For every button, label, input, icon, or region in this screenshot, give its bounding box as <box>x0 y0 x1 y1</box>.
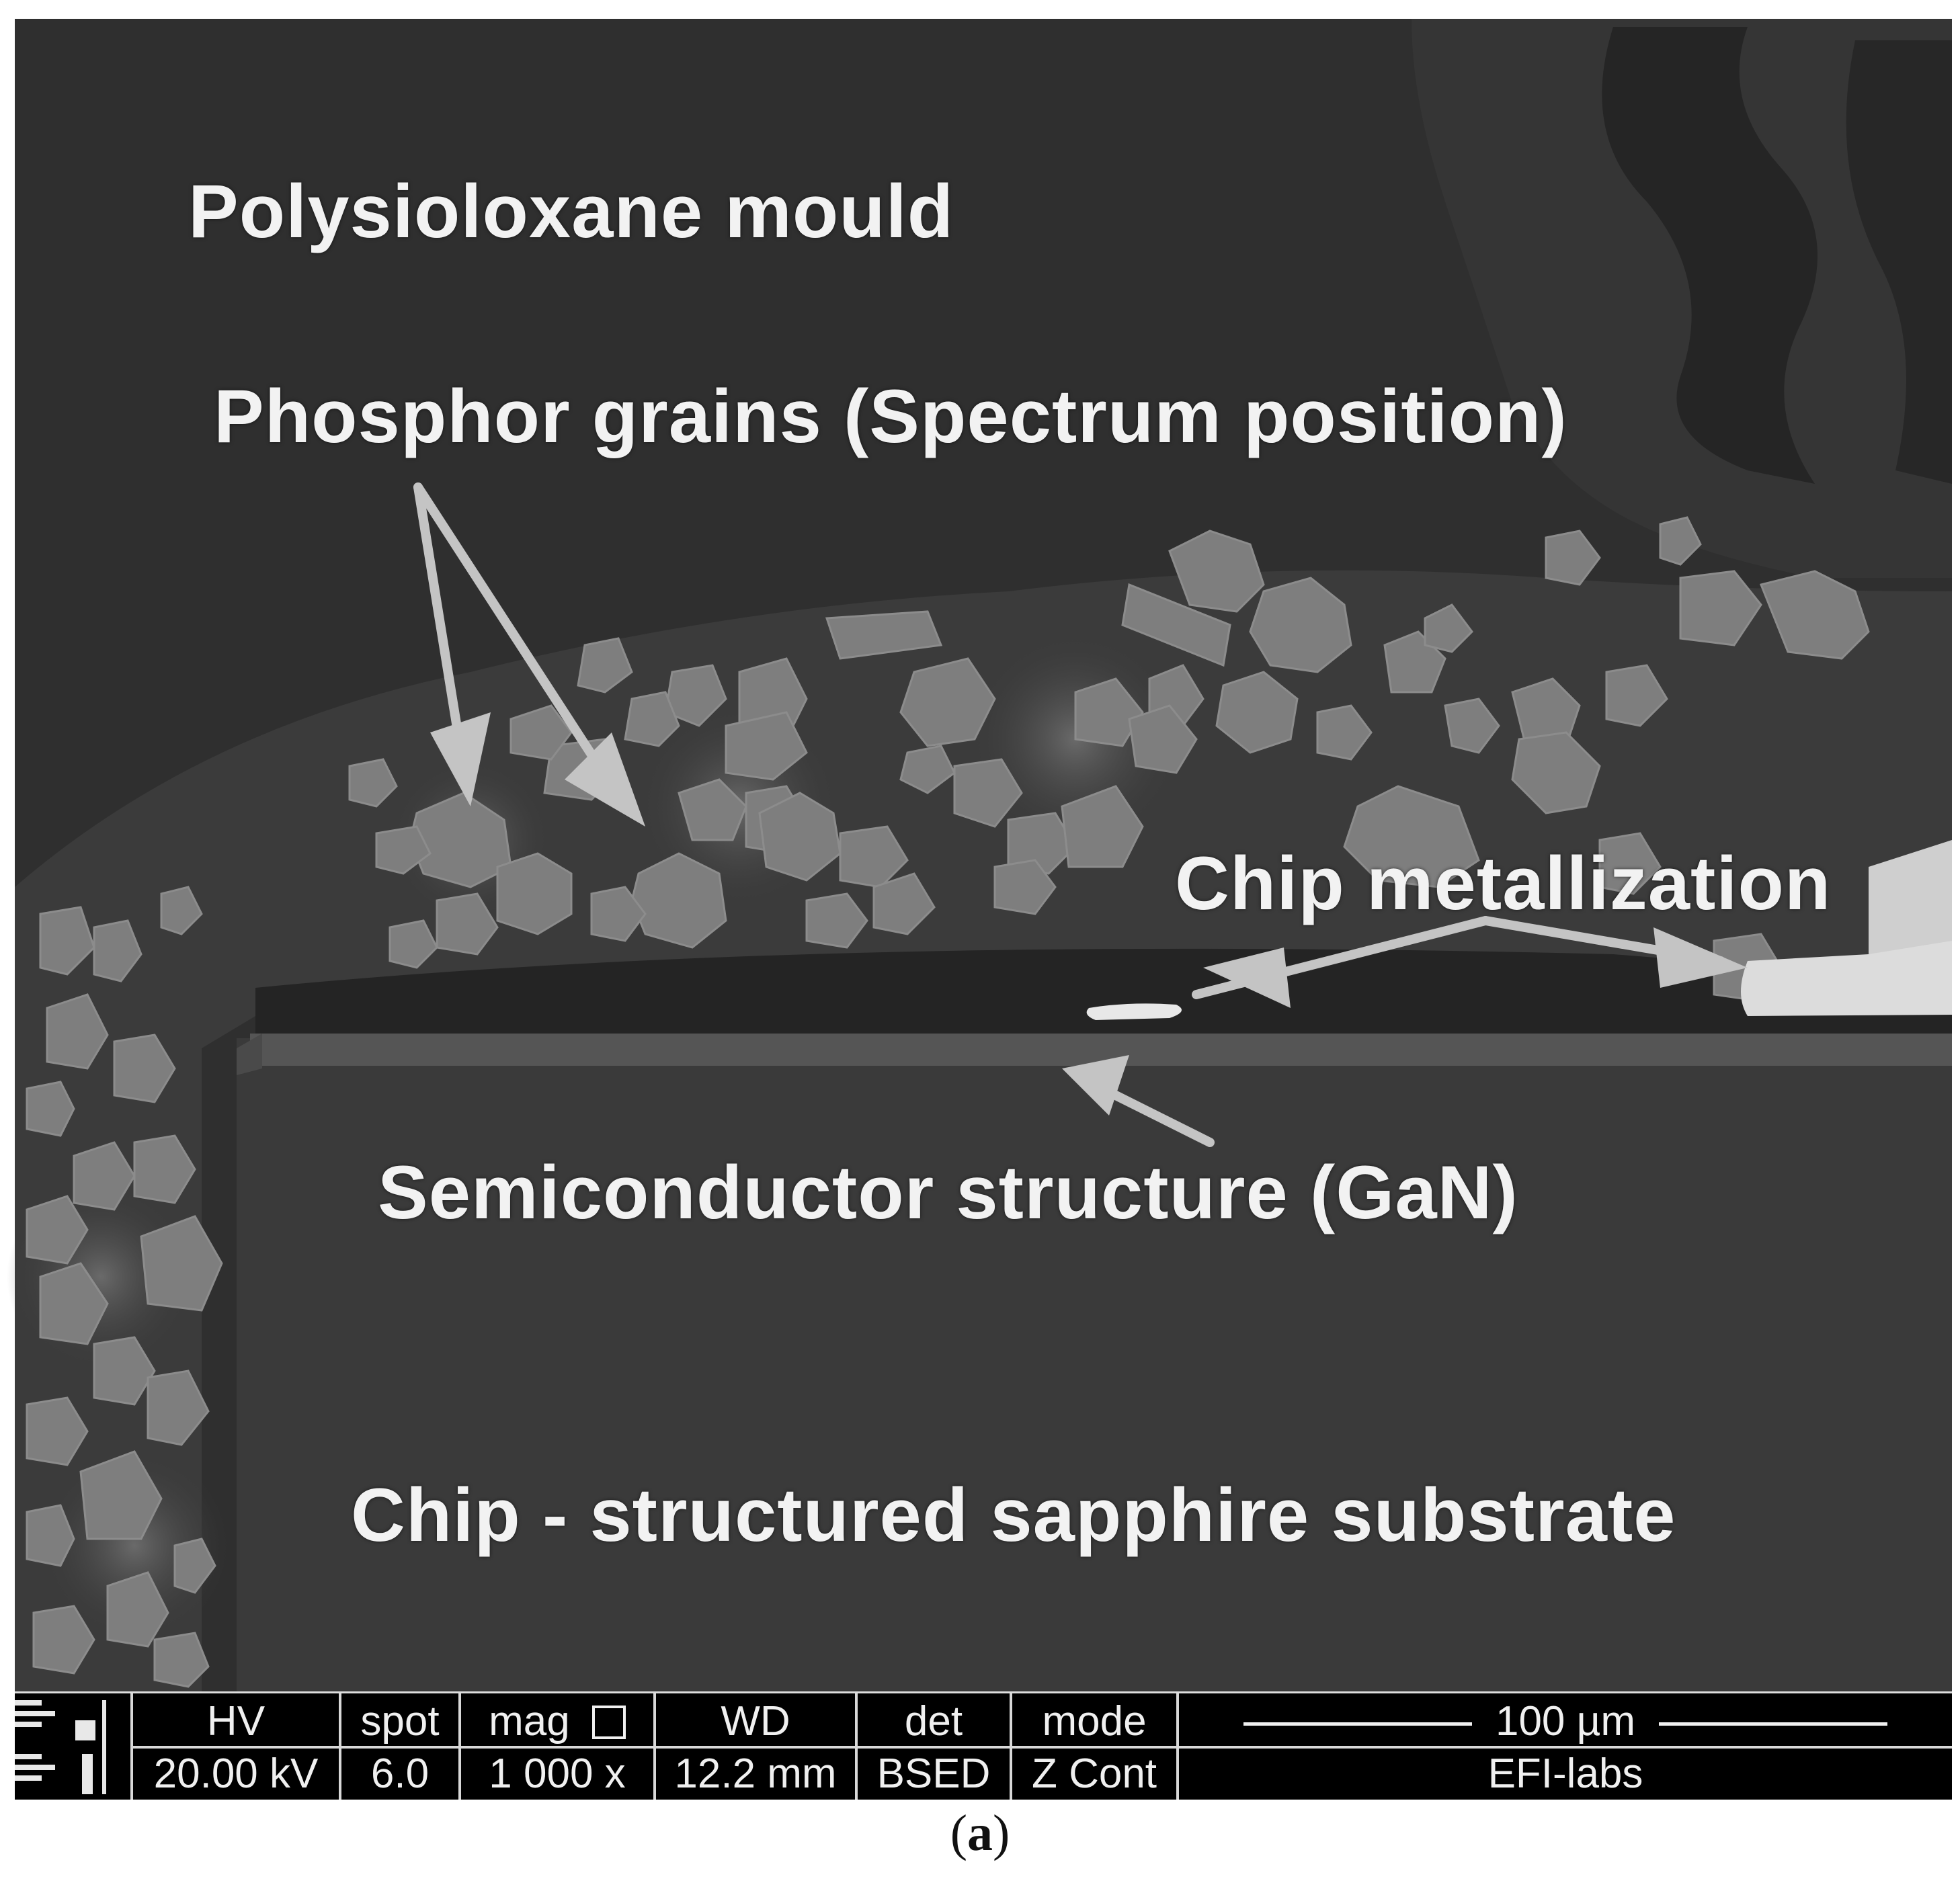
wd-cell: WD 12.2 mm <box>653 1693 855 1800</box>
chip-metallization-label: Chip metallization <box>1175 841 1832 925</box>
semiconductor-label: Semiconductor structure (GaN) <box>378 1150 1518 1234</box>
mag-value: 1 000 x <box>489 1751 626 1797</box>
mode-value: Z Cont <box>1031 1751 1157 1797</box>
mag-cell: mag 1 000 x <box>458 1693 653 1800</box>
chip-corner <box>237 1034 262 1075</box>
metallization-right <box>1741 941 1952 1016</box>
scale-label: 100 µm <box>1495 1698 1636 1744</box>
spot-header: spot <box>360 1698 440 1744</box>
sem-databar: HV 20.00 kV spot 6.0 mag 1 000 x WD 12.2… <box>15 1691 1952 1800</box>
metallization-right <box>1869 840 1952 954</box>
wd-header: WD <box>721 1698 790 1744</box>
caption-letter: a <box>967 1805 993 1861</box>
det-cell: det BSED <box>855 1693 1010 1800</box>
substrate-label: Chip - structured sapphire substrate <box>351 1473 1676 1557</box>
square-icon <box>591 1706 626 1739</box>
spot-cell: spot 6.0 <box>339 1693 458 1800</box>
phosphor-grains-label: Phosphor grains (Spectrum position) <box>214 374 1567 458</box>
mould-label: Polysioloxane mould <box>188 169 954 253</box>
mould-dark-band <box>1602 27 1818 484</box>
mode-cell: mode Z Cont <box>1010 1693 1176 1800</box>
fei-logo <box>15 1693 129 1800</box>
dark-gap <box>255 948 1952 1042</box>
det-value: BSED <box>876 1751 991 1797</box>
mag-header: mag <box>461 1697 653 1745</box>
hv-cell: HV 20.00 kV <box>130 1693 339 1800</box>
figure-caption: (a) <box>950 1805 1010 1861</box>
lab-name: EFI-labs <box>1487 1751 1643 1797</box>
scale-bar: 100 µm <box>1179 1697 1952 1745</box>
det-header: det <box>904 1698 963 1744</box>
wd-value: 12.2 mm <box>674 1751 837 1797</box>
spot-value: 6.0 <box>370 1751 430 1797</box>
mode-header: mode <box>1042 1698 1147 1744</box>
hv-value: 20.00 kV <box>153 1751 319 1797</box>
gan-layer <box>250 1034 1952 1066</box>
mould-texture <box>1412 19 1952 578</box>
arrow-heads <box>430 712 1748 1116</box>
metallization-left <box>1086 1003 1182 1020</box>
scale-cell: 100 µm EFI-labs <box>1176 1693 1952 1800</box>
hv-header: HV <box>206 1698 266 1744</box>
mould-dark-band <box>1846 40 1952 484</box>
chip-substrate <box>237 1038 1952 1692</box>
